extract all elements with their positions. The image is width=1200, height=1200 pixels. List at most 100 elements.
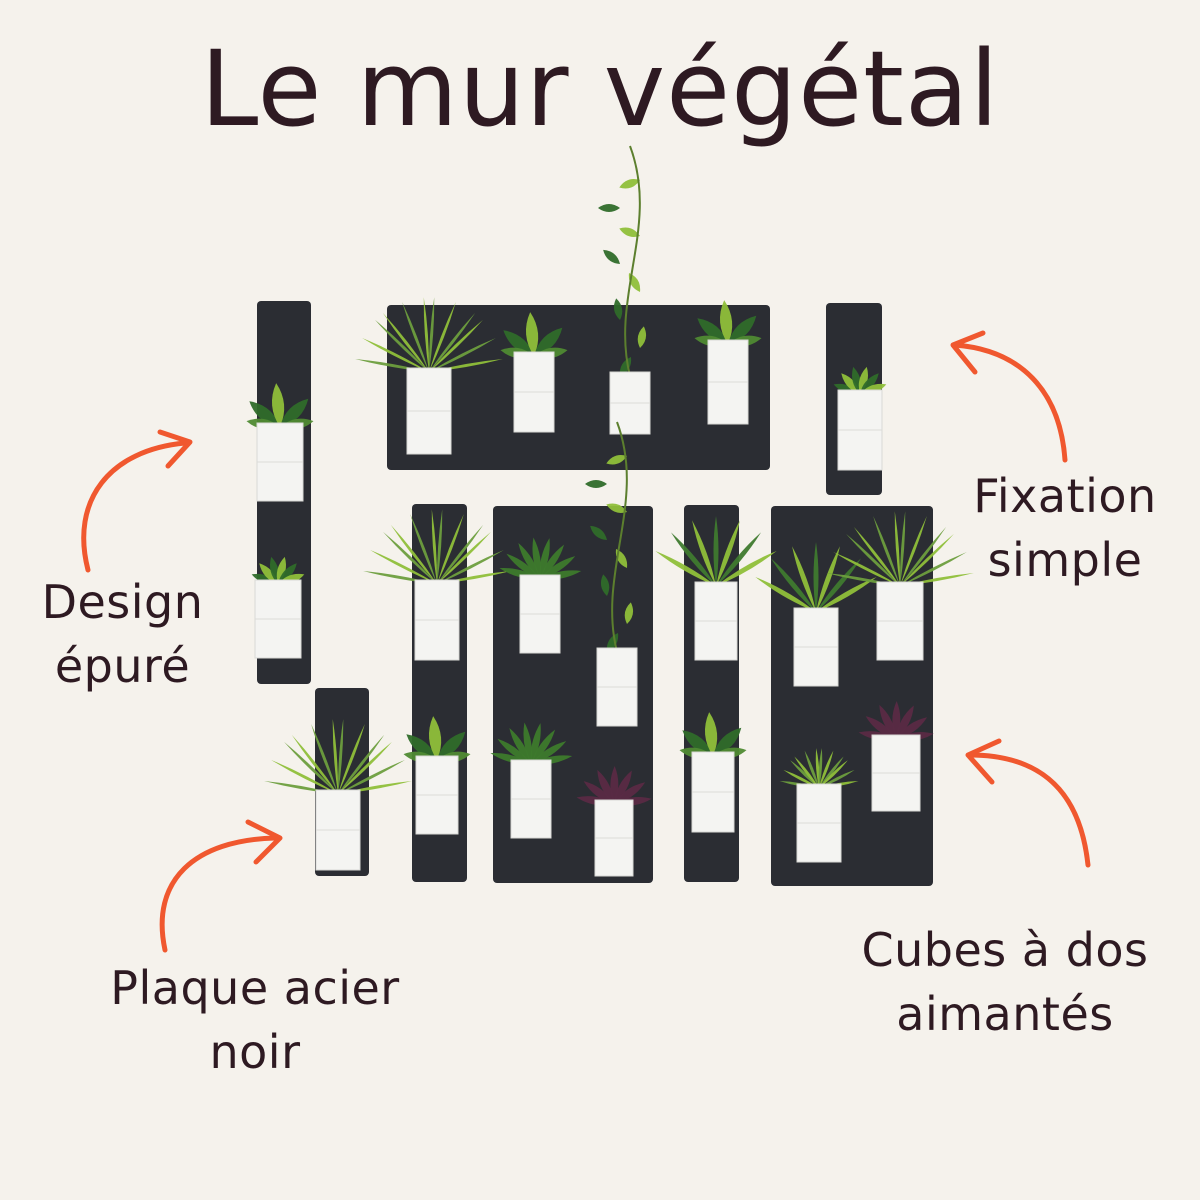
leaf — [853, 526, 900, 586]
leaf — [879, 704, 896, 739]
leaf — [790, 760, 819, 788]
label-cubes: Cubes à dos aimantés — [861, 923, 1149, 1041]
leaf — [338, 759, 405, 794]
leaf — [815, 748, 820, 788]
leaf — [671, 532, 716, 586]
leaf — [716, 532, 761, 586]
vine — [624, 145, 641, 377]
potted-plant-icon — [576, 766, 652, 877]
leaf — [583, 781, 614, 804]
leaf — [423, 297, 430, 372]
leaf — [833, 551, 900, 586]
leaf — [819, 769, 855, 788]
leaf — [704, 712, 718, 756]
arrow-head — [965, 738, 1002, 785]
curved-arrow-icon — [81, 429, 193, 573]
leaf — [311, 723, 338, 794]
arrow-shaft — [967, 752, 1091, 868]
leaf — [900, 526, 947, 586]
leaf — [865, 716, 896, 739]
leaf — [858, 366, 869, 394]
leaf — [523, 722, 532, 764]
leaf — [728, 315, 757, 344]
label-fixation: Fixation simple — [973, 469, 1157, 587]
potted-plant-icon — [655, 516, 777, 661]
leaf — [338, 741, 392, 794]
arrow-head — [950, 330, 986, 375]
leaf — [606, 632, 619, 652]
leaf — [436, 509, 443, 584]
label-plaque: Plaque acier noir — [110, 961, 400, 1079]
leaf — [429, 337, 496, 372]
leaf — [716, 551, 777, 586]
planter-cubes — [246, 145, 974, 877]
leaf — [819, 750, 834, 788]
leaf — [382, 312, 429, 372]
leaf — [531, 741, 567, 764]
leaf — [600, 574, 610, 596]
leaf — [540, 544, 565, 579]
leaf — [362, 337, 429, 372]
leaf — [624, 602, 634, 624]
leaf — [429, 319, 483, 372]
leaf — [816, 546, 840, 612]
potted-plant-icon — [585, 421, 638, 727]
arrows — [81, 330, 1091, 953]
potted-plant-icon — [251, 556, 305, 659]
leaf — [637, 326, 647, 348]
leaf — [429, 301, 456, 372]
leaf — [506, 553, 540, 579]
leaf — [794, 756, 819, 788]
label-design: Design épuré — [41, 575, 204, 693]
leaf — [259, 563, 278, 584]
leaf — [846, 533, 900, 586]
leaf — [338, 734, 385, 794]
potted-plant-icon — [858, 701, 934, 812]
leaf — [383, 531, 437, 584]
leaf — [539, 538, 550, 579]
leaf — [692, 520, 716, 586]
leaf — [841, 373, 860, 394]
leaf — [619, 227, 640, 237]
leaf — [899, 511, 906, 586]
leaf — [896, 705, 914, 739]
leaf — [525, 312, 539, 356]
potted-plant-icon — [500, 312, 568, 433]
potted-plant-icon — [490, 722, 573, 839]
leaf — [428, 716, 442, 760]
leaf — [531, 729, 556, 764]
leaf — [431, 509, 438, 584]
leaf — [437, 513, 464, 584]
leaf — [619, 179, 640, 189]
potted-plant-icon — [246, 383, 314, 502]
leaf — [614, 770, 632, 804]
leaf — [783, 769, 819, 788]
leaf — [816, 558, 861, 612]
leaf — [390, 524, 437, 584]
leaf — [503, 330, 534, 356]
arrow-head — [157, 429, 193, 469]
leaf — [428, 297, 435, 372]
leaf — [713, 516, 719, 586]
potted-plant-icon — [679, 712, 747, 833]
leaf — [509, 727, 531, 764]
leaf — [682, 730, 713, 756]
leaf — [606, 455, 627, 465]
leaf — [338, 723, 365, 794]
leaf — [406, 734, 437, 760]
leaf — [716, 520, 740, 586]
leaf — [813, 542, 819, 612]
leaf — [497, 738, 531, 764]
leaf — [598, 204, 620, 212]
potted-plant-icon — [779, 748, 859, 863]
leaf — [437, 549, 504, 584]
leaf — [437, 531, 491, 584]
curved-arrow-icon — [965, 738, 1091, 868]
leaf — [271, 383, 285, 427]
leaf — [530, 723, 541, 764]
potted-plant-icon — [363, 509, 511, 661]
leaf — [370, 549, 437, 584]
leaf — [597, 769, 614, 804]
curved-arrow-icon — [159, 819, 283, 953]
leaf — [804, 750, 819, 788]
